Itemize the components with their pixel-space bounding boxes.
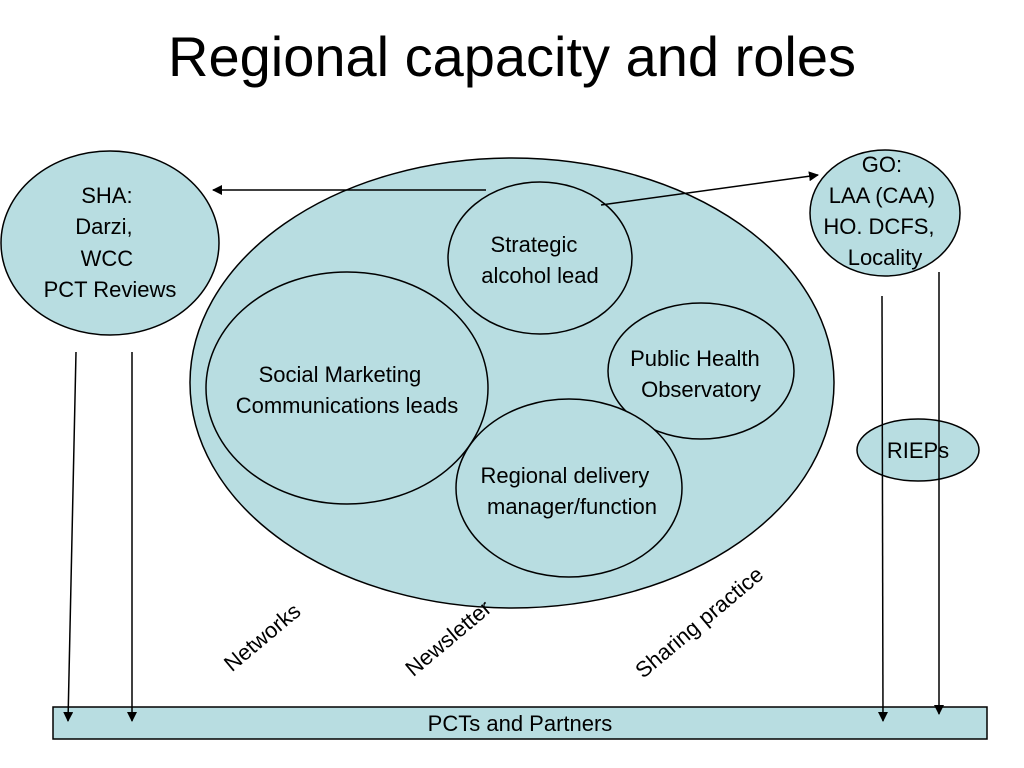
go-line: LAA (CAA) <box>829 183 935 208</box>
arrow-go-to-pcts-1 <box>877 295 888 722</box>
sha-line: Darzi, <box>75 214 132 239</box>
regional-delivery-label: Regional delivery manager/function <box>481 463 657 519</box>
social-marketing-line: Social Marketing <box>259 362 422 387</box>
strategic-line: alcohol lead <box>481 263 598 288</box>
public-health-line: Public Health <box>630 346 760 371</box>
arrow-to-go <box>600 171 819 206</box>
go-circle <box>809 149 961 277</box>
go-line: HO. DCFS, <box>823 214 934 239</box>
strategic-label: Strategic alcohol lead <box>481 232 598 288</box>
social-marketing-circle <box>205 271 489 505</box>
rieps-ellipse <box>856 418 980 482</box>
sha-line: SHA: <box>81 183 132 208</box>
public-health-label: Public Health Observatory <box>630 346 766 402</box>
public-health-line: Observatory <box>641 377 761 402</box>
sha-circle <box>0 150 220 336</box>
arrow-sha-to-pcts-1 <box>63 351 77 722</box>
pcts-label: PCTs and Partners <box>428 711 613 736</box>
page-title: Regional capacity and roles <box>168 25 856 88</box>
go-line: GO: <box>862 152 902 177</box>
public-health-circle <box>607 302 795 440</box>
social-marketing-line: Communications leads <box>236 393 459 418</box>
regional-delivery-line: manager/function <box>487 494 657 519</box>
regional-delivery-line: Regional delivery <box>481 463 650 488</box>
networks-label: Networks <box>219 598 305 676</box>
sha-line: PCT Reviews <box>44 277 177 302</box>
go-line: Locality <box>848 245 923 270</box>
sha-label: SHA: Darzi, WCC PCT Reviews <box>44 183 177 302</box>
strategic-line: Strategic <box>491 232 578 257</box>
newsletter-label: Newsletter <box>400 595 496 681</box>
pcts-bar <box>52 706 988 740</box>
rieps-label: RIEPs <box>887 438 949 463</box>
go-label: GO: LAA (CAA) HO. DCFS, Locality <box>823 152 941 270</box>
strategic-circle <box>447 181 633 335</box>
sha-line: WCC <box>81 246 134 271</box>
social-marketing-label: Social Marketing Communications leads <box>236 362 459 418</box>
regional-delivery-circle <box>455 398 683 578</box>
